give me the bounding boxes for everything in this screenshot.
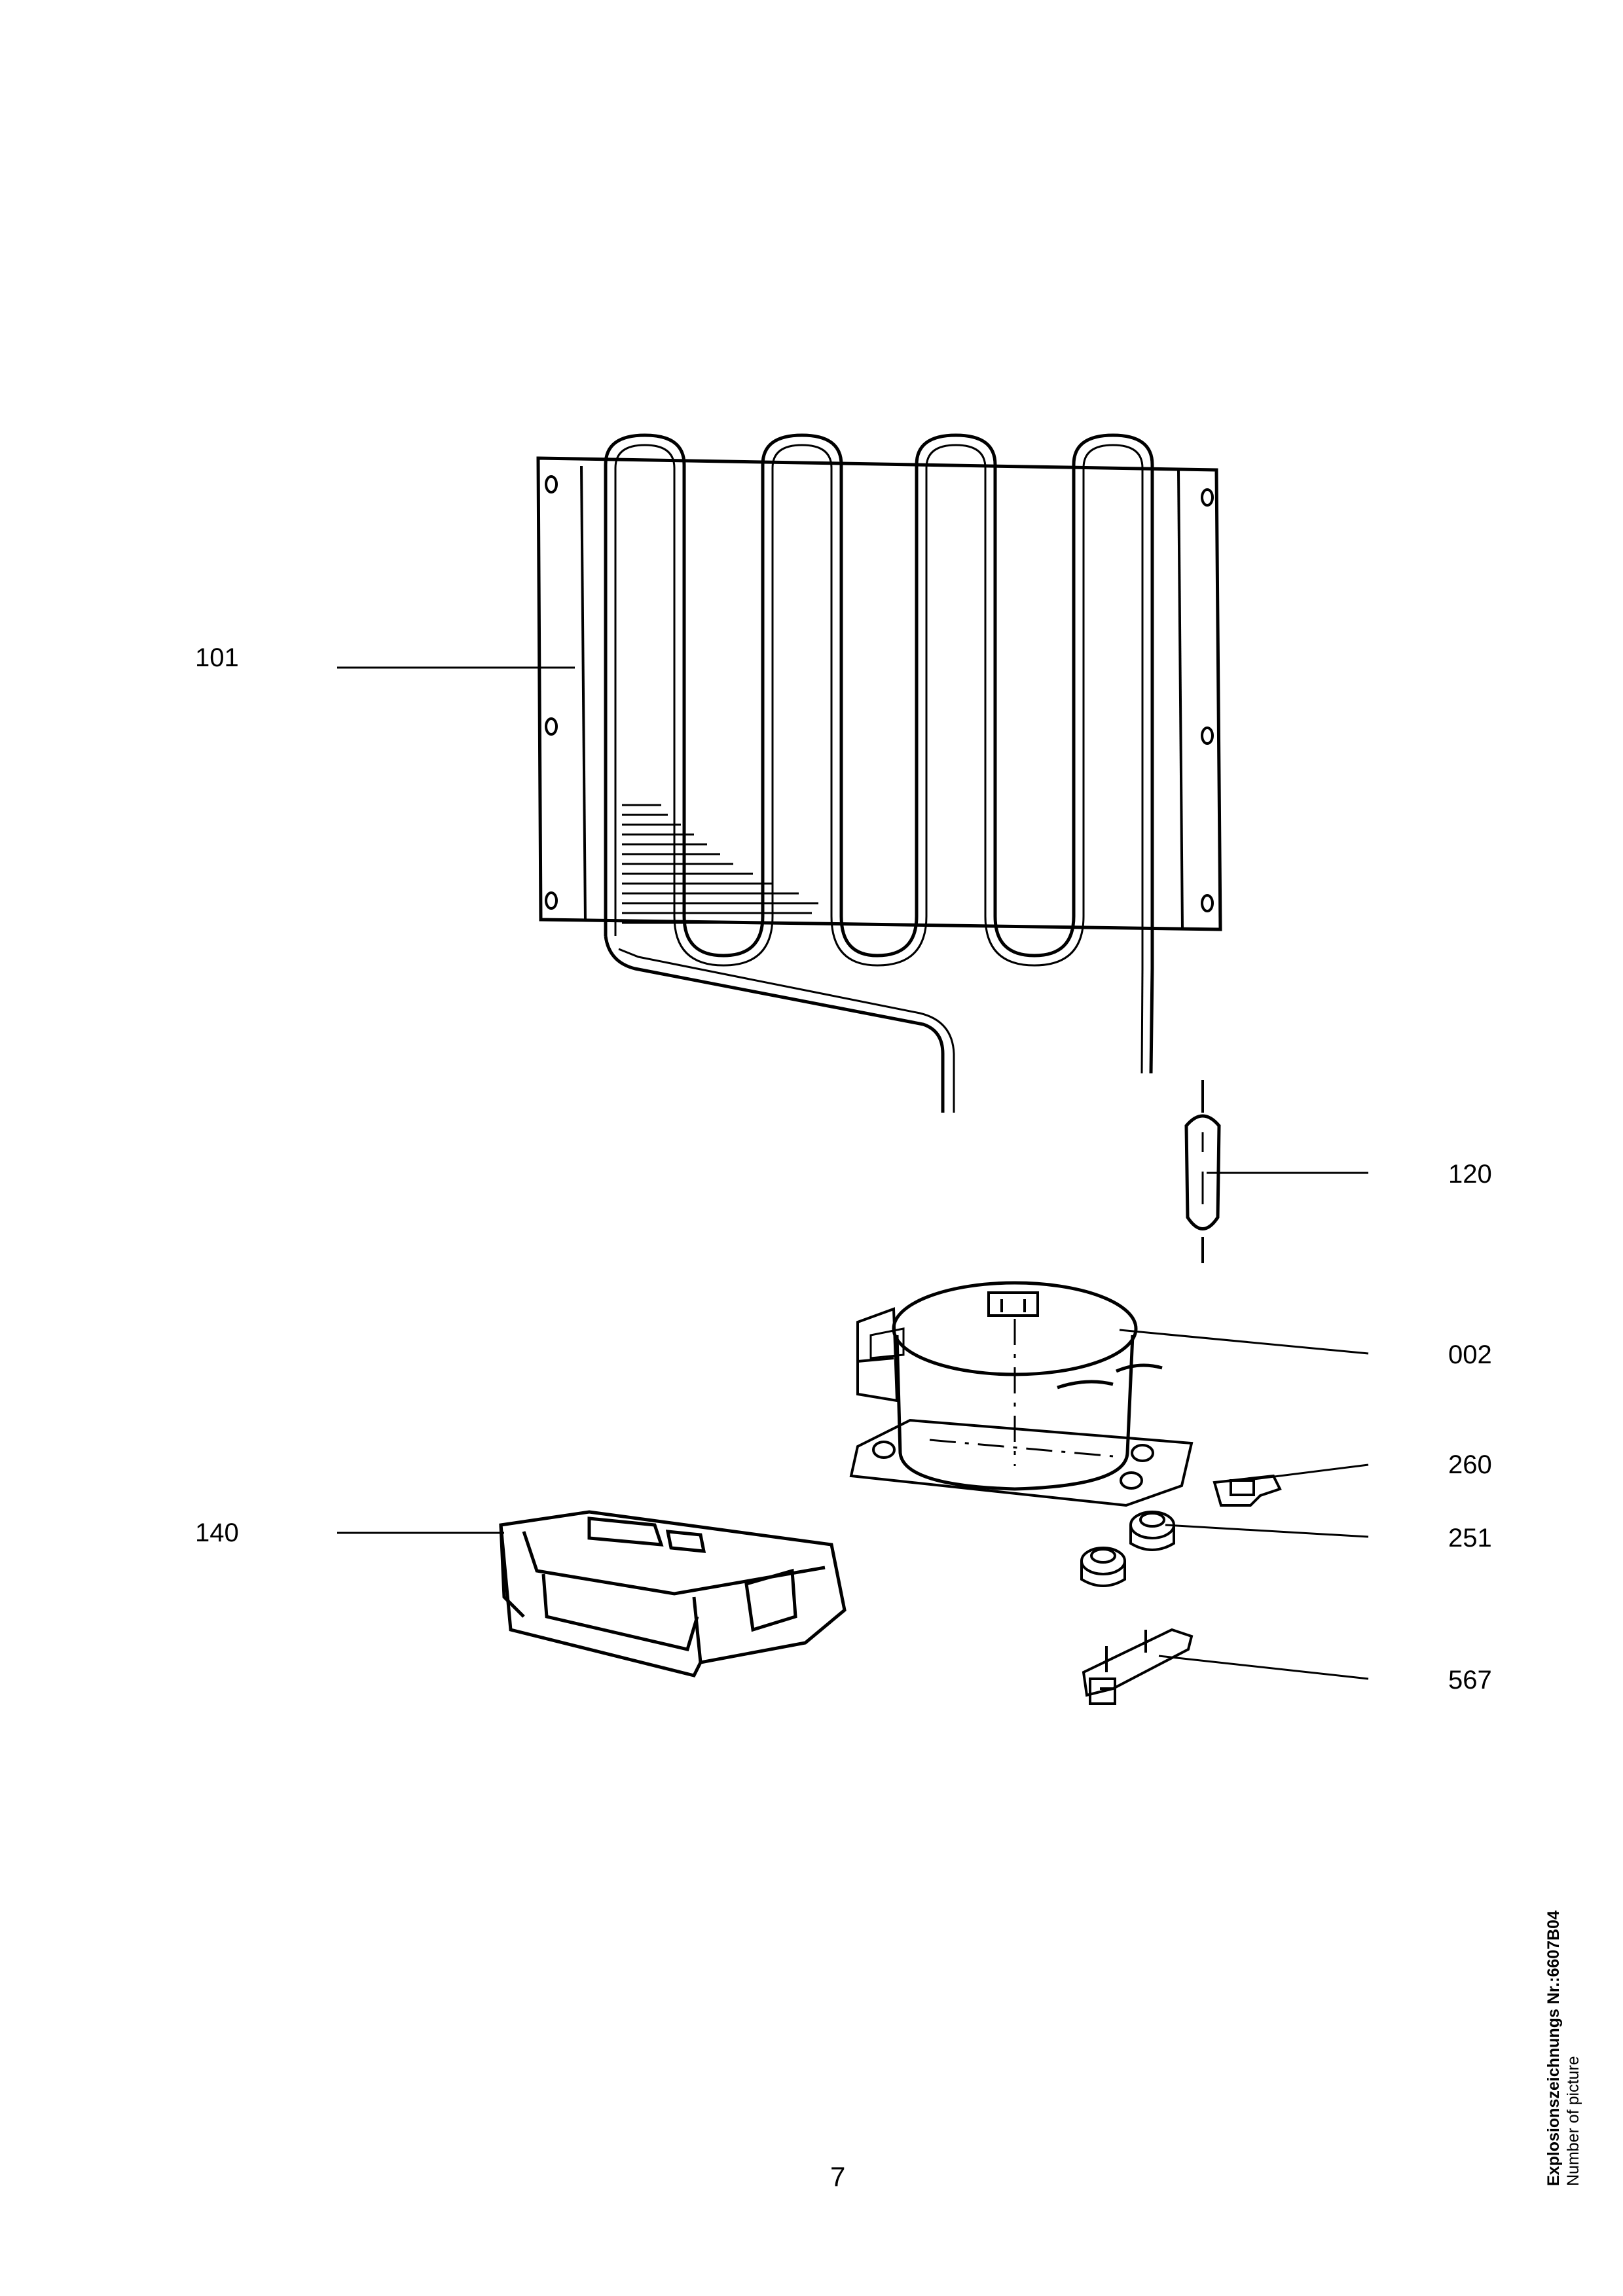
page-number: 7	[830, 2161, 846, 2192]
leader-lines	[337, 668, 1368, 1679]
relay-bracket-part	[1084, 1630, 1192, 1704]
leader-251	[1165, 1525, 1368, 1537]
clip-part	[1214, 1476, 1280, 1505]
dryer-filter-part	[1186, 1080, 1219, 1263]
leader-002	[1120, 1330, 1368, 1354]
callout-251: 251	[1448, 1524, 1492, 1552]
callout-002: 002	[1448, 1340, 1492, 1369]
drawing-number: Explosionszeichnungs Nr.:6607B04	[1544, 1910, 1563, 2186]
compressor-part	[851, 1283, 1192, 1505]
callout-567: 567	[1448, 1666, 1492, 1695]
grommet-parts	[1082, 1512, 1174, 1586]
base-tray-part	[501, 1512, 845, 1676]
callout-101: 101	[195, 643, 239, 672]
callout-140: 140	[195, 1518, 239, 1547]
callout-120: 120	[1448, 1160, 1492, 1189]
condenser-part	[538, 435, 1220, 1113]
leader-567	[1159, 1656, 1368, 1679]
leader-260	[1254, 1465, 1368, 1479]
drawing-number-caption: Number of picture	[1564, 2056, 1582, 2186]
callout-260: 260	[1448, 1450, 1492, 1479]
drawing-reference: Explosionszeichnungs Nr.:6607B04 Number …	[1544, 1910, 1583, 2186]
